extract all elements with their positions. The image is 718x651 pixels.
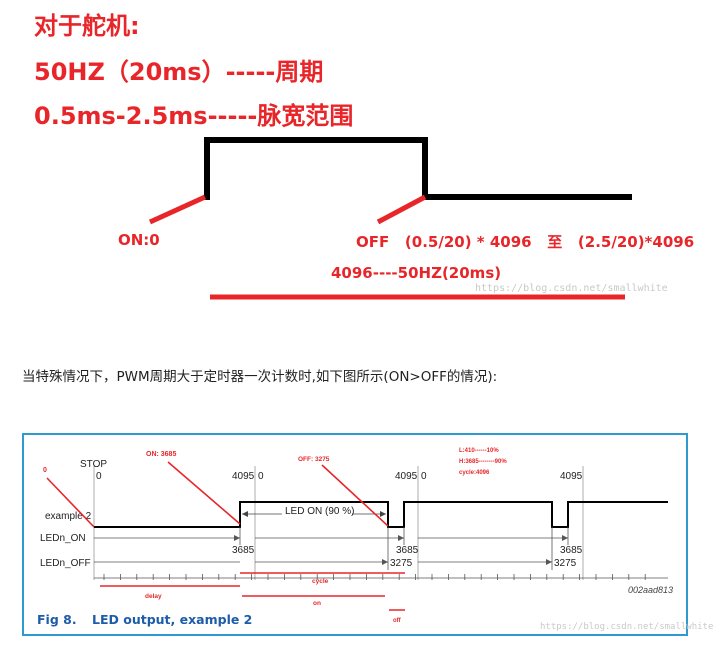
on-label: ON:0 [118,231,160,249]
led-on-label: LED ON (90 %) [285,506,354,517]
figure-number: Fig 8. [37,612,77,627]
watermark: https://blog.csdn.net/smallwhite [475,283,668,294]
cycle-label: cycle [312,578,329,585]
on-value: 3685 [232,545,255,556]
zero-pointer [46,477,95,528]
note-low: L:410------10% [459,448,499,454]
figure-code: 002aad813 [628,585,673,595]
led-waveform [94,501,668,528]
off-value: 3275 [554,558,577,569]
on-pointer-fig [167,461,241,525]
zero-annotation: 0 [43,467,47,474]
period-label: 4096----50HZ(20ms) [331,264,502,282]
on-bar-label: on [313,600,321,607]
pwm-waveform-diagram [148,137,632,300]
zero-label: 0 [96,471,102,482]
stop-label: STOP [80,459,107,470]
heading-line-3: 0.5ms-2.5ms-----脉宽范围 [34,102,354,130]
arrow-head-right [380,511,386,517]
off-value: 3275 [390,558,413,569]
note-high: H:3685--------90% [459,459,507,465]
heading-line-2: 50HZ（20ms）-----周期 [34,58,324,86]
on-value: 3685 [560,545,583,556]
figure-frame [22,433,688,636]
off-label: OFF (0.5/20) * 4096 至 (2.5/20)*4096 [356,233,695,251]
max-label: 4095 [395,471,418,482]
zero-label: 0 [258,471,264,482]
heading-line-1: 对于舵机: [34,12,140,40]
delay-label: delay [145,593,162,600]
tick-marks [103,574,646,580]
arrow-head-left [242,511,248,517]
description-text: 当特殊情况下，PWM周期大于定时器一次计数时,如下图所示(ON>OFF的情况): [22,369,498,385]
watermark: https://blog.csdn.net/smallwhite [540,622,714,632]
on-value: 3685 [396,545,419,556]
off-annotation: OFF: 3275 [298,456,330,463]
row-label-ledn-off: LEDn_OFF [40,558,91,569]
zero-label: 0 [421,471,427,482]
max-label: 4095 [232,471,255,482]
off-pointer-fig [321,464,389,527]
row-label-example: example 2 [45,511,92,522]
max-label: 4095 [560,471,583,482]
on-pointer [148,194,207,225]
figure-title: LED output, example 2 [92,612,253,627]
on-annotation: ON: 3685 [146,451,176,458]
row-label-ledn-on: LEDn_ON [40,533,86,544]
note-cycle: cycle:4096 [459,470,490,476]
off-bar-label: off [393,618,402,624]
off-pointer [376,194,427,225]
pwm-waveform [204,137,632,200]
